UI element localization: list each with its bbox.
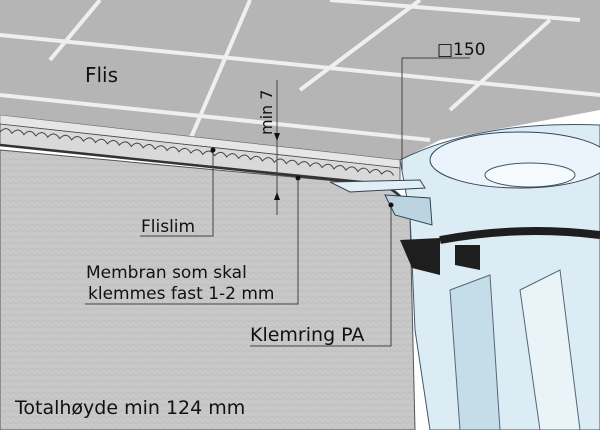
leader-dots (210, 133, 394, 208)
floor-drain (329, 123, 600, 430)
label-clamp-ring: Klemring PA (250, 324, 364, 346)
clamp-ring (400, 238, 440, 275)
tile-surface (0, 0, 600, 160)
tile-grout-lines (0, 0, 600, 142)
label-membrane-line2: klemmes fast 1-2 mm (88, 284, 275, 304)
label-membrane-line1: Membran som skal (86, 263, 247, 283)
label-total-height: Totalhøyde min 124 mm (14, 397, 245, 419)
label-tile: Flis (85, 63, 118, 87)
label-grate-size: □150 (437, 40, 486, 60)
label-min-thickness: min 7 (257, 90, 276, 135)
label-tile-adhesive: Flislim (141, 217, 195, 237)
